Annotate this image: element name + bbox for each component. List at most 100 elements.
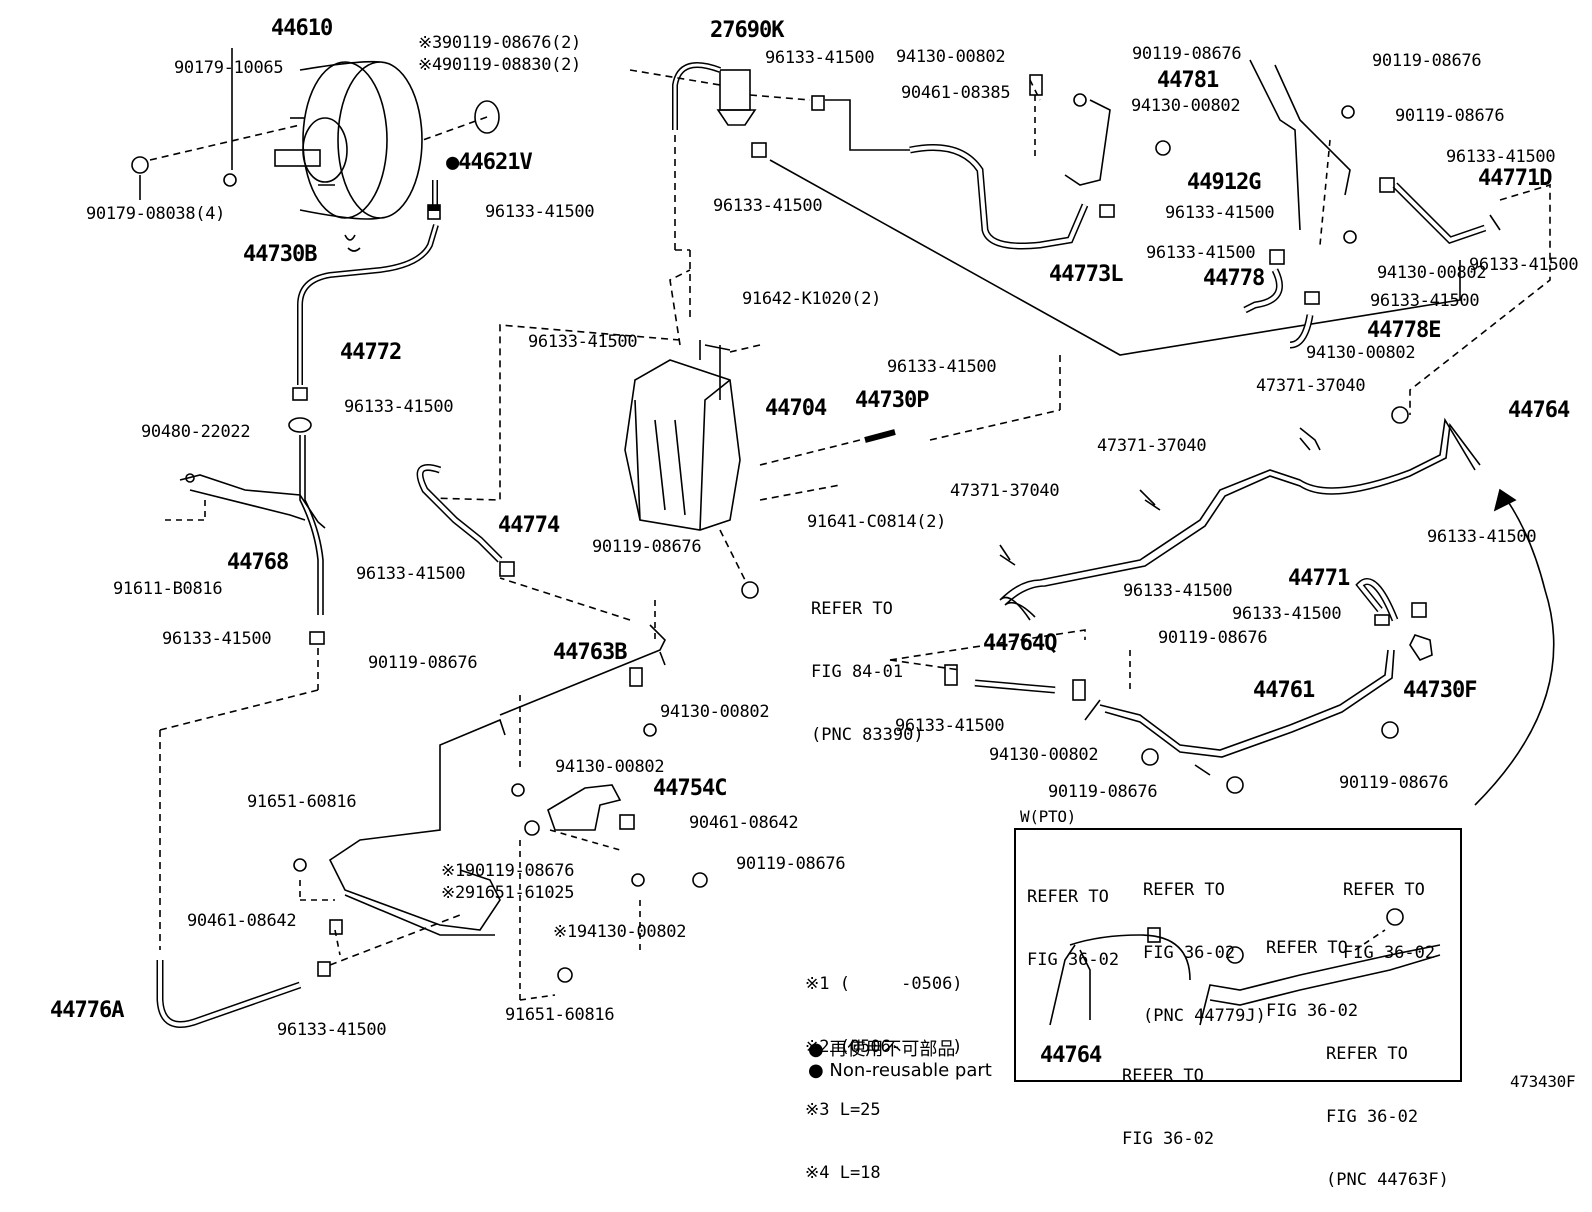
- note-4: ※4 L=18: [805, 1163, 881, 1183]
- callout-44774: 44774: [498, 513, 560, 538]
- callout-91641-C0814: 91641-C0814(2): [807, 512, 947, 532]
- callout-96133-41500: 96133-41500: [895, 716, 1005, 736]
- callout-90119-08676: 90119-08676: [1372, 51, 1482, 71]
- parts-diagram: [131, 48, 1555, 1028]
- refer-line-3: (PNC 83390): [811, 725, 924, 745]
- inset-refer-6-line-3: (PNC 44763F): [1326, 1170, 1449, 1190]
- callout-44754C: 44754C: [653, 776, 727, 801]
- callout-44781: 44781: [1157, 68, 1219, 93]
- inset-refer-3-line-2: FIG 36-02: [1266, 1001, 1359, 1021]
- callout-94130-00802: 94130-00802: [1306, 343, 1416, 363]
- callout-44730B: 44730B: [243, 242, 317, 267]
- callout-96133-41500: 96133-41500: [344, 397, 454, 417]
- callout-96133-41500: 96133-41500: [528, 332, 638, 352]
- callout-90119-08676: 90119-08676: [1395, 106, 1505, 126]
- callout-91651-60816: 91651-60816: [505, 1005, 615, 1025]
- legend-jp: ● 再使用不可部品: [808, 1039, 956, 1060]
- callout-90461-08385: 90461-08385: [901, 83, 1011, 103]
- callout-96133-41500: 96133-41500: [356, 564, 466, 584]
- callout-44771D: 44771D: [1478, 166, 1552, 191]
- note-3: ※3 L=25: [805, 1100, 881, 1120]
- callout-96133-41500: 96133-41500: [713, 196, 823, 216]
- callout-96133-41500: 96133-41500: [1370, 291, 1480, 311]
- callout-91642-K1020: 91642-K1020(2): [742, 289, 882, 309]
- callout-44778E: 44778E: [1367, 318, 1441, 343]
- callout-44730F: 44730F: [1403, 678, 1477, 703]
- inset-refer-5-line-2: FIG 36-02: [1122, 1129, 1215, 1149]
- callout-44771: 44771: [1288, 566, 1350, 591]
- callout-90480-22022: 90480-22022: [141, 422, 251, 442]
- callout-96133-41500: 96133-41500: [1165, 203, 1275, 223]
- callout-96133-41500: 96133-41500: [1427, 527, 1537, 547]
- callout-44778: 44778: [1203, 266, 1265, 291]
- inset-refer-6-line-1: REFER TO: [1326, 1044, 1408, 1064]
- callout-90119-08676: 90119-08676: [1339, 773, 1449, 793]
- callout-90119-08676: 90119-08676: [1048, 782, 1158, 802]
- inset-refer-2-line-2: FIG 36-02: [1143, 943, 1236, 963]
- callout-91611-B0816: 91611-B0816: [113, 579, 223, 599]
- brake-booster: [274, 60, 423, 220]
- callout-47371-37040: 47371-37040: [950, 481, 1060, 501]
- callout-44764: 44764: [1508, 398, 1570, 423]
- callout-96133-41500: 96133-41500: [1446, 147, 1556, 167]
- callout-94130-00802: 94130-00802: [896, 47, 1006, 67]
- callout-44773L: 44773L: [1049, 262, 1123, 287]
- callout-94130-00802: 94130-00802: [660, 702, 770, 722]
- refer-to-fig-84-01: REFER TO FIG 84-01 (PNC 83390): [811, 557, 924, 767]
- callout-91651-60816: 91651-60816: [247, 792, 357, 812]
- callout-90179-10065: 90179-10065: [174, 58, 284, 78]
- inset-refer-6-line-2: FIG 36-02: [1326, 1107, 1419, 1127]
- callout-90119-08676: 90119-08676: [1158, 628, 1268, 648]
- callout-94130-00802: 94130-00802: [1377, 263, 1487, 283]
- inset-refer-5-line-1: REFER TO: [1122, 1066, 1204, 1086]
- callout-44704: 44704: [765, 396, 827, 421]
- callout-291651-61025: ※291651-61025: [441, 883, 575, 903]
- callout-96133-41500: 96133-41500: [485, 202, 595, 222]
- inset-refer-1-line-2: FIG 36-02: [1027, 950, 1120, 970]
- callout-490119-08830: ※490119-08830(2): [418, 55, 581, 75]
- callout-44768: 44768: [227, 550, 289, 575]
- callout-96133-41500: 96133-41500: [887, 357, 997, 377]
- reservoir-tank: [624, 340, 741, 531]
- inset-refer-2-line-3: (PNC 44779J): [1143, 1006, 1266, 1026]
- callout-44772: 44772: [340, 340, 402, 365]
- callout-96133-41500: 96133-41500: [277, 1020, 387, 1040]
- figure-id: 473430F: [1510, 1072, 1576, 1091]
- callout-44761: 44761: [1253, 678, 1315, 703]
- note-1: ※1 ( -0506): [805, 974, 963, 994]
- inset-refer-1-line-1: REFER TO: [1027, 887, 1109, 907]
- callout-44776A: 44776A: [50, 998, 124, 1023]
- callout-96133-41500: 96133-41500: [162, 629, 272, 649]
- callout-94130-00802: 94130-00802: [555, 757, 665, 777]
- legend-en: ● Non-reusable part: [808, 1060, 992, 1081]
- callout-47371-37040: 47371-37040: [1256, 376, 1366, 396]
- callout-96133-41500: 96133-41500: [1469, 255, 1579, 275]
- inset-refer-3-line-1: REFER TO: [1266, 938, 1348, 958]
- inset-refer-1: REFER TO FIG 36-02: [1027, 845, 1119, 992]
- callout-44730P: 44730P: [855, 388, 929, 413]
- callout-44764Q: 44764Q: [983, 631, 1057, 656]
- inset-refer-3: REFER TO FIG 36-02: [1266, 896, 1358, 1043]
- inset-refer-4: REFER TO FIG 36-02: [1343, 838, 1435, 985]
- callout-47371-37040: 47371-37040: [1097, 436, 1207, 456]
- inset-refer-2: REFER TO FIG 36-02 (PNC 44779J): [1143, 838, 1266, 1048]
- inset-refer-2-line-1: REFER TO: [1143, 880, 1225, 900]
- callout-96133-41500: 96133-41500: [1123, 581, 1233, 601]
- callout-194130-00802: ※194130-00802: [553, 922, 687, 942]
- callout-90119-08676: 90119-08676: [592, 537, 702, 557]
- callout-90179-08038: 90179-08038(4): [86, 204, 226, 224]
- refer-line-1: REFER TO: [811, 599, 893, 619]
- note-2: ※2 (0506- ): [805, 1037, 963, 1057]
- callout-90119-08676: 90119-08676: [736, 854, 846, 874]
- inset-refer-4-line-2: FIG 36-02: [1343, 943, 1436, 963]
- callout-44610: 44610: [271, 16, 333, 41]
- callout-44764-inset: 44764: [1040, 1043, 1102, 1068]
- callout-90119-08676: 90119-08676: [368, 653, 478, 673]
- callout-96133-41500: 96133-41500: [1232, 604, 1342, 624]
- callout-44912G: 44912G: [1187, 170, 1261, 195]
- inset-refer-4-line-1: REFER TO: [1343, 880, 1425, 900]
- callout-390119-08676: ※390119-08676(2): [418, 33, 581, 53]
- inset-refer-5: REFER TO FIG 36-02: [1122, 1024, 1214, 1171]
- callout-96133-41500: 96133-41500: [765, 48, 875, 68]
- callout-90119-08676: 90119-08676: [1132, 44, 1242, 64]
